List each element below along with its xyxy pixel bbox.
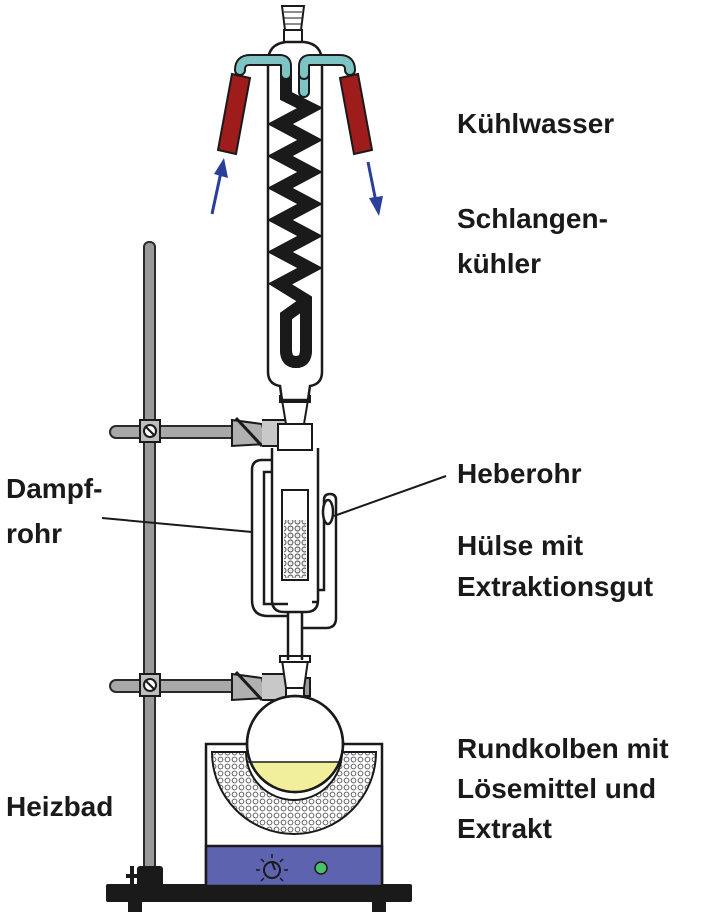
flow-arrows [210,158,383,216]
labels: Kühlwasser Schlangen- kühler Dampf- rohr… [6,108,669,844]
label-rundkolben-line1: Rundkolben mit [457,733,669,764]
extraction-material [284,520,306,578]
arrow-up-icon [210,158,228,215]
coil-condenser [234,5,356,402]
label-schlangenkuehler-line2: kühler [457,248,541,279]
dial-icon [256,854,288,882]
label-rundkolben-line3: Extrakt [457,813,552,844]
leader-dampfrohr [101,517,253,533]
label-rundkolben-line2: Lösemittel und [457,773,656,804]
label-heberohr: Heberohr [457,458,582,489]
lower-joint [279,655,311,689]
leader-heberohr [333,475,447,517]
round-bottom-flask [245,685,345,794]
label-heizbad: Heizbad [6,791,113,822]
cooling-hoses [216,72,374,156]
lower-clamp [109,670,311,702]
stand-rod [126,241,163,890]
indicator-lamp-icon [314,861,328,875]
label-huelse-line1: Hülse mit [457,530,583,561]
label-dampfrohr-line2: rohr [6,518,62,549]
arrow-down-icon [366,161,383,216]
label-schlangenkuehler-line1: Schlangen- [457,203,608,234]
hose-outlet [338,72,374,156]
control-panel [204,844,384,888]
label-kuehlwasser: Kühlwasser [457,108,614,139]
label-huelse-line2: Extraktionsgut [457,571,653,602]
thimble [281,489,309,581]
upper-joint [277,395,313,451]
leader-lines [101,475,447,533]
label-dampfrohr-line1: Dampf- [6,473,102,504]
hose-inlet [216,72,252,156]
